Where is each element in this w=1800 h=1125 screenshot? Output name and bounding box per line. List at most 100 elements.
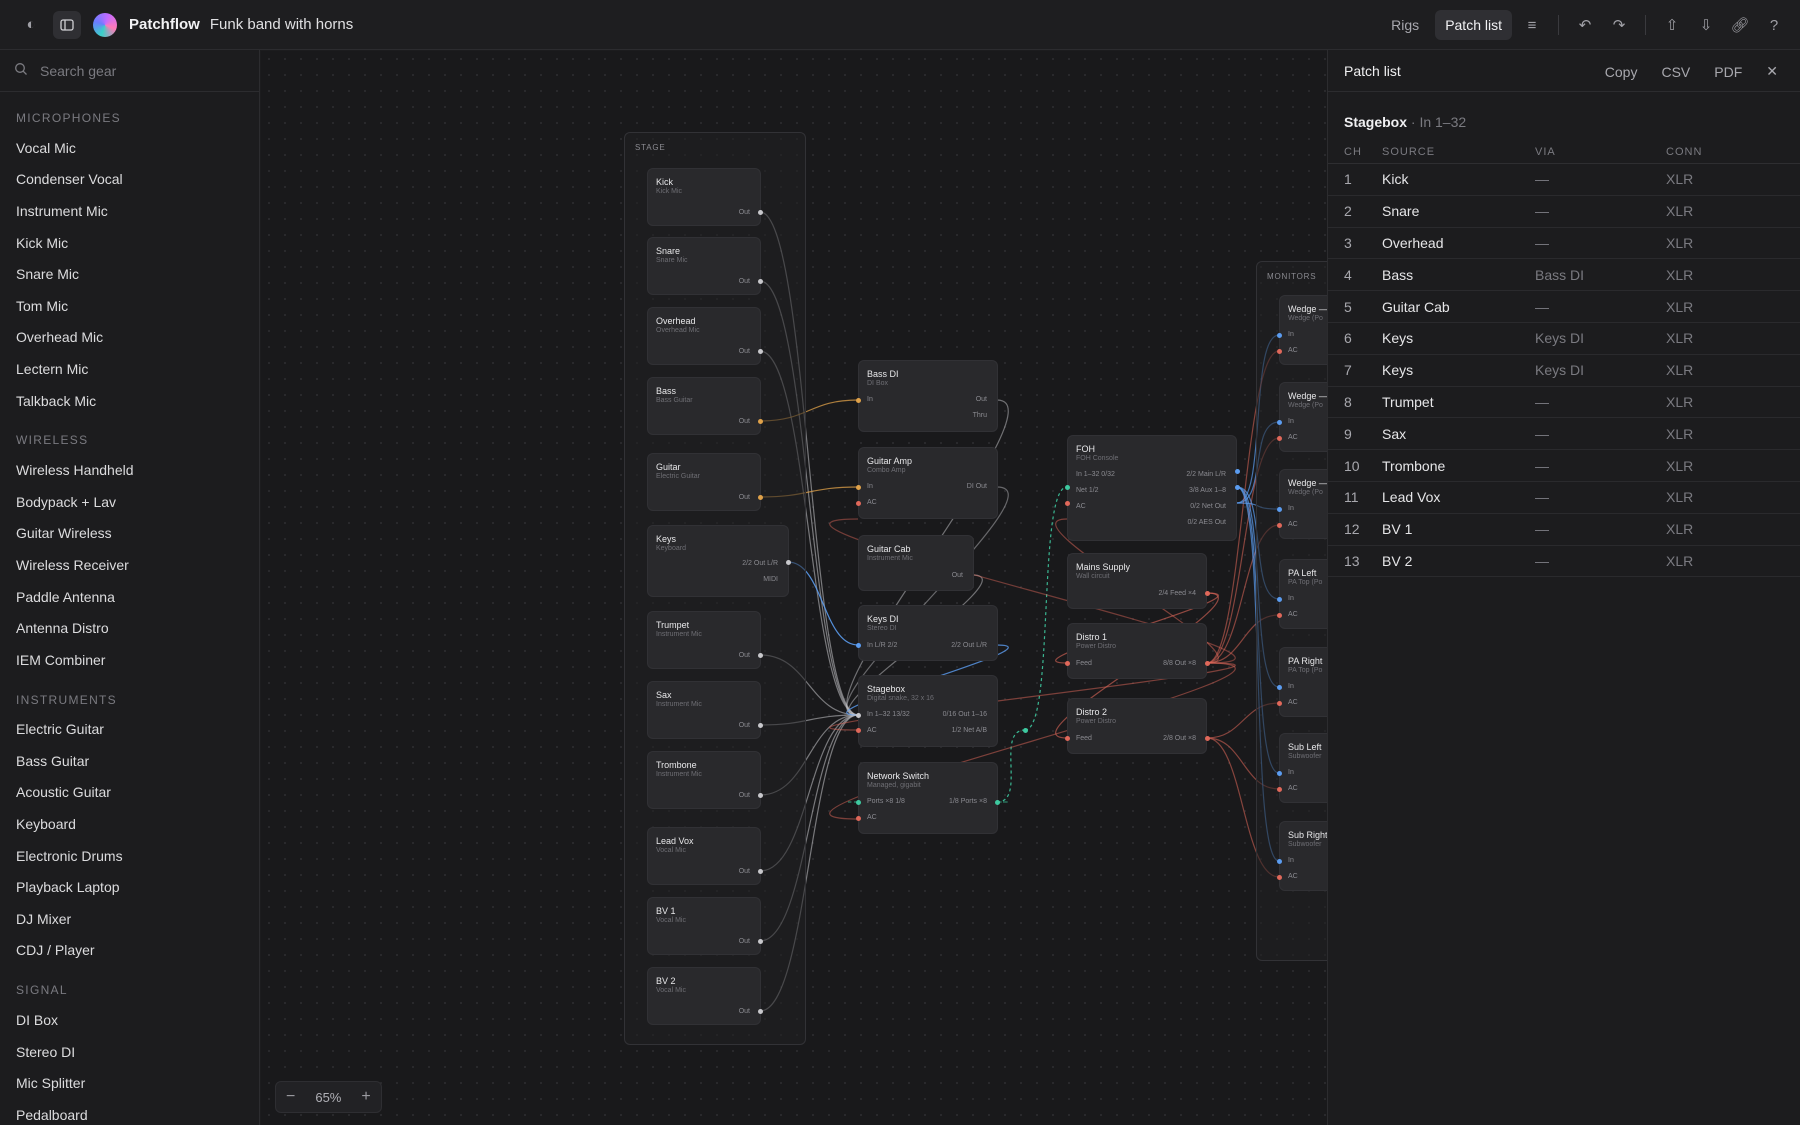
sidebar-item[interactable]: DJ Mixer [16, 910, 72, 927]
power-port[interactable] [1204, 660, 1210, 666]
sidebar-item[interactable]: Wireless Handheld [16, 462, 134, 479]
input-port[interactable] [1276, 770, 1282, 776]
power-port[interactable] [855, 815, 861, 821]
output-port[interactable] [757, 418, 763, 424]
output-port[interactable] [1234, 468, 1240, 474]
output-port[interactable] [757, 348, 763, 354]
power-port[interactable] [1064, 735, 1070, 741]
power-port[interactable] [1064, 660, 1070, 666]
sidebar-item[interactable]: Electronic Drums [16, 847, 123, 864]
power-port[interactable] [1064, 500, 1070, 506]
power-port[interactable] [1276, 348, 1282, 354]
input-port[interactable] [855, 397, 861, 403]
cable[interactable] [996, 729, 1026, 803]
sidebar-item[interactable]: Talkback Mic [16, 392, 97, 409]
power-port[interactable] [855, 500, 861, 506]
sidebar-toggle-icon[interactable] [53, 10, 81, 39]
help-icon[interactable]: ? [1769, 16, 1779, 34]
theme-toggle-icon[interactable]: ◐ [26, 16, 36, 33]
output-port[interactable] [757, 494, 763, 500]
download-icon[interactable]: ⇩ [1699, 17, 1713, 34]
power-port[interactable] [1204, 590, 1210, 596]
document-title[interactable]: Funk band with horns [209, 16, 354, 33]
sidebar-item[interactable]: Stereo DI [16, 1043, 76, 1060]
output-port[interactable] [757, 652, 763, 658]
sidebar-item[interactable]: Kick Mic [16, 234, 69, 251]
input-port[interactable] [855, 642, 861, 648]
sidebar-item[interactable]: Mic Splitter [16, 1075, 86, 1092]
link-icon[interactable]: 🔗︎ [1730, 17, 1750, 34]
redo-icon[interactable]: ↷ [1612, 17, 1626, 34]
sidebar-item[interactable]: Snare Mic [16, 266, 80, 283]
sidebar-item[interactable]: Bass Guitar [16, 752, 90, 769]
input-port[interactable] [1276, 332, 1282, 338]
sidebar-item[interactable]: Lectern Mic [16, 360, 89, 377]
output-port[interactable] [757, 278, 763, 284]
input-port[interactable] [1276, 684, 1282, 690]
power-port[interactable] [855, 727, 861, 733]
search-input[interactable] [40, 62, 240, 79]
sidebar-item[interactable]: Instrument Mic [16, 202, 108, 219]
output-port[interactable] [1234, 484, 1240, 490]
sidebar-item[interactable]: Pedalboard [16, 1106, 88, 1123]
sidebar-item[interactable]: Overhead Mic [16, 329, 104, 346]
patch-list-button[interactable]: Patch list [1435, 10, 1512, 40]
power-port[interactable] [1276, 435, 1282, 441]
output-port[interactable] [757, 209, 763, 215]
output-port[interactable] [757, 722, 763, 728]
sidebar-item[interactable]: Wireless Receiver [16, 556, 129, 573]
sidebar-item[interactable]: Tom Mic [16, 297, 69, 314]
undo-icon[interactable]: ↶ [1578, 17, 1592, 34]
copy-button[interactable]: Copy [1604, 63, 1638, 80]
network-port[interactable] [994, 799, 1000, 805]
menu-icon[interactable]: ≡ [1527, 16, 1537, 34]
sidebar-item[interactable]: Paddle Antenna [16, 588, 115, 605]
sidebar-item[interactable]: Electric Guitar [16, 721, 104, 738]
sidebar-item[interactable]: Vocal Mic [16, 139, 76, 156]
sidebar-item[interactable]: Playback Laptop [16, 879, 120, 896]
output-port[interactable] [757, 1008, 763, 1014]
sidebar-item[interactable]: IEM Combiner [16, 651, 106, 668]
input-port[interactable] [1276, 419, 1282, 425]
input-port[interactable] [1276, 858, 1282, 864]
pdf-button[interactable]: PDF [1714, 63, 1743, 80]
input-port[interactable] [855, 484, 861, 490]
zoom-in-button[interactable]: + [361, 1088, 371, 1105]
network-port[interactable] [855, 799, 861, 805]
input-port[interactable] [1276, 596, 1282, 602]
output-port[interactable] [757, 868, 763, 874]
sidebar-item[interactable]: Condenser Vocal [16, 171, 123, 188]
sidebar-item[interactable]: Antenna Distro [16, 620, 109, 637]
power-port[interactable] [1276, 700, 1282, 706]
sidebar-item[interactable]: Keyboard [16, 816, 76, 833]
rigs-button[interactable]: Rigs [1391, 17, 1420, 33]
